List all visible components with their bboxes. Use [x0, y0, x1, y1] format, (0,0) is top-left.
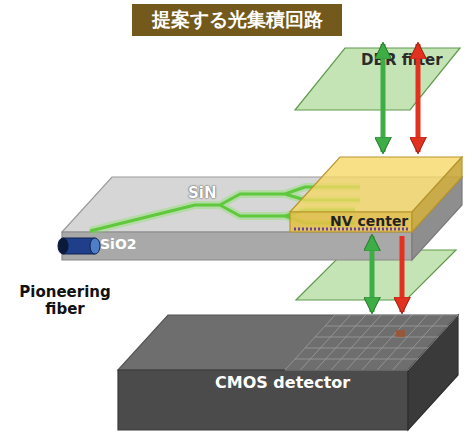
- cmos-front-face: [118, 370, 408, 430]
- node-label: CMOS detector: [215, 374, 385, 392]
- node-label: NV center: [330, 213, 412, 229]
- node-outline: [115, 312, 467, 434]
- node-label: DBR filter: [361, 52, 457, 69]
- chip-front-face: [62, 232, 412, 260]
- title-banner: 提案する光集積回路: [132, 4, 342, 36]
- nv-front-face: [290, 212, 412, 232]
- title-text: 提案する光集積回路: [152, 7, 323, 33]
- diagram-node: NV center: [286, 152, 466, 236]
- chip-top-face: [62, 177, 462, 232]
- waveguide-glow: [90, 187, 360, 231]
- chip-side-face: [412, 177, 462, 260]
- diagram-node: CMOS detector: [115, 312, 467, 434]
- node-label: Pioneering fiber: [15, 284, 115, 319]
- diagram-node: DBR filter: [293, 44, 465, 114]
- diagram-node: Pioneering fiber: [15, 228, 115, 328]
- pixel-grid: [285, 315, 458, 370]
- fiber-end: [58, 238, 68, 254]
- cmos-side-face: [408, 315, 458, 430]
- waveguide: [90, 187, 360, 231]
- fiber-tip: [90, 238, 100, 254]
- filter-plane: [295, 48, 460, 110]
- node-label: SiO2: [100, 236, 160, 252]
- cmos-top-face: [118, 315, 458, 370]
- part-label: SiN: [188, 184, 217, 202]
